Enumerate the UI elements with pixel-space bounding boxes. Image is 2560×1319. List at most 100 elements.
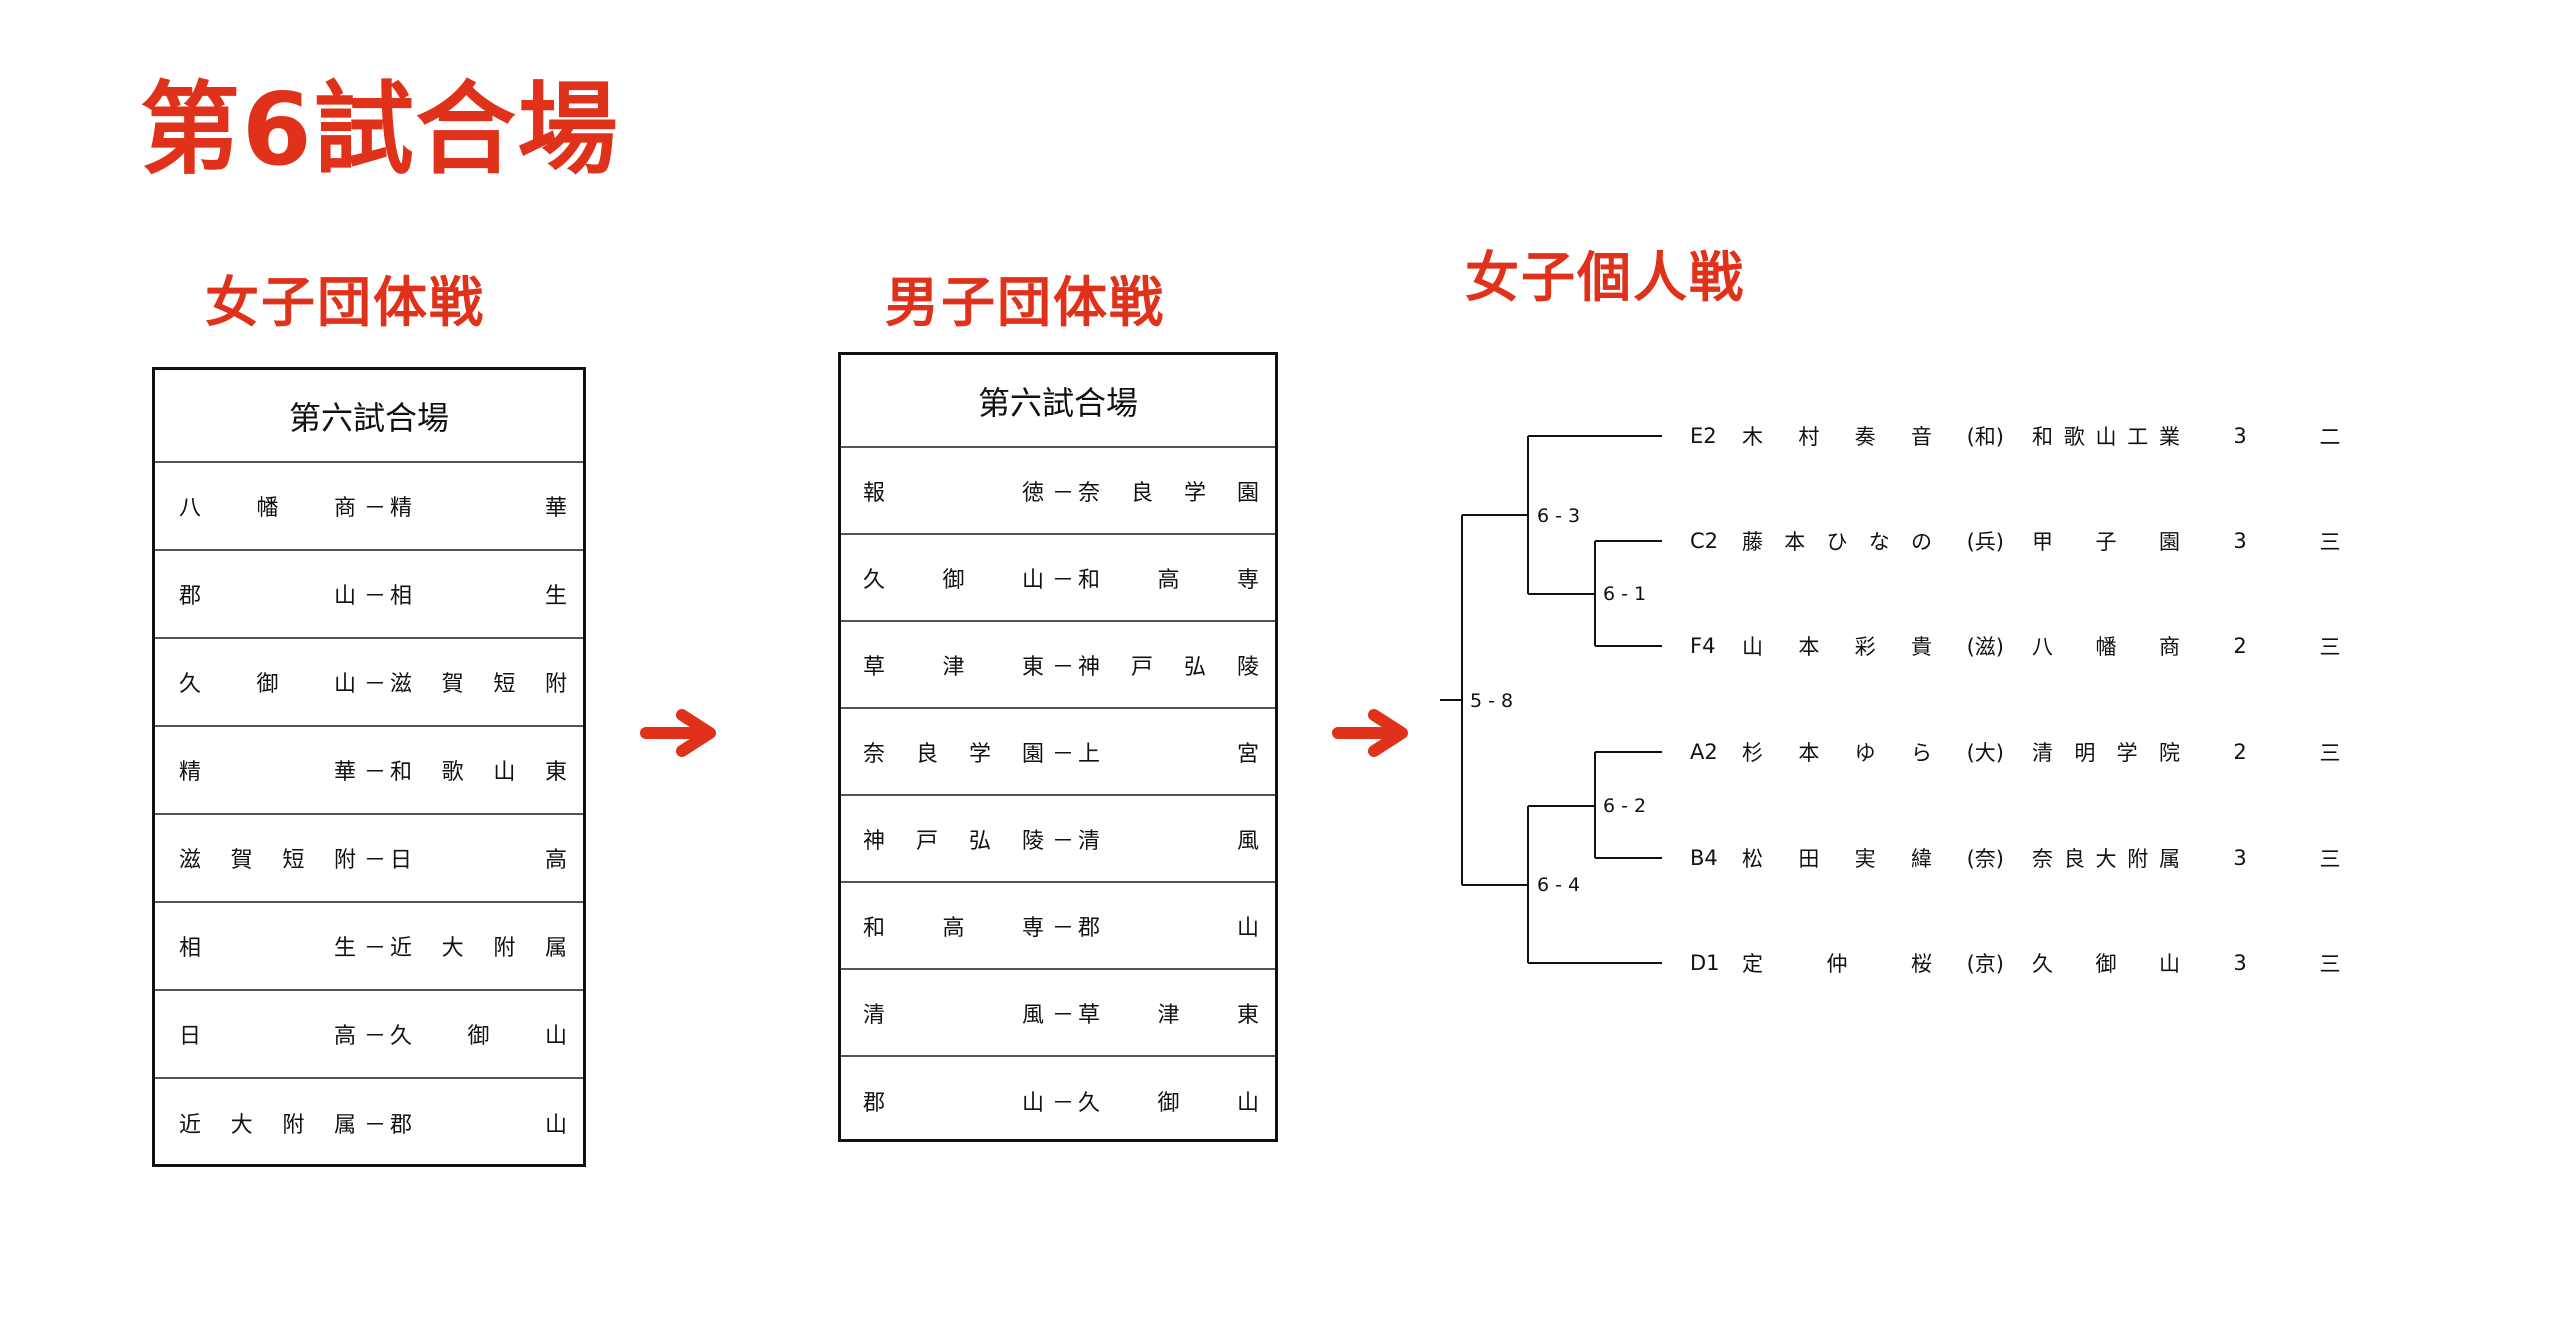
match-row: 報徳 － 奈良学園 (841, 448, 1275, 535)
women-team-heading: 女子団体戦 (205, 271, 485, 334)
match-row: 久御山 － 和高専 (841, 535, 1275, 622)
team-left: 清風 (863, 1002, 1048, 1028)
player-rank: 三 (2319, 635, 2341, 659)
player-grade: 3 (2233, 846, 2247, 870)
player-seed: F4 (1690, 634, 1716, 658)
match-row: 精華 － 和歌山東 (155, 727, 583, 815)
team-right: 郡山 (390, 1113, 571, 1138)
team-left: 久御山 (863, 567, 1048, 593)
table-header: 第六試合場 (841, 355, 1275, 448)
player-row: E2 木村奏音 (和) 和歌山工業 3 二 (1690, 421, 2350, 451)
player-grade: 3 (2233, 529, 2247, 553)
team-right: 神戸弘陵 (1078, 654, 1263, 680)
match-row: 和高専 － 郡山 (841, 883, 1275, 970)
team-left: 草津東 (863, 654, 1048, 680)
match-label-lower-quarter: 6 - 2 (1603, 795, 1646, 817)
team-right: 滋賀短附 (390, 672, 571, 697)
player-prefecture: (和) (1966, 425, 2004, 449)
match-row: 奈良学園 － 上宮 (841, 709, 1275, 796)
team-right: 奈良学園 (1078, 480, 1263, 506)
versus-dash: － (1051, 1090, 1074, 1116)
versus-dash: － (363, 584, 386, 609)
versus-dash: － (1051, 828, 1074, 854)
player-grade: 3 (2233, 424, 2247, 448)
match-row: 近大附属 － 郡山 (155, 1079, 583, 1167)
versus-dash: － (1051, 915, 1074, 941)
versus-dash: － (1051, 567, 1074, 593)
player-prefecture: (兵) (1966, 530, 2004, 554)
arrow-right-icon (1332, 709, 1408, 757)
player-prefecture: (京) (1966, 952, 2004, 976)
player-prefecture: (滋) (1966, 635, 2004, 659)
match-row: 清風 － 草津東 (841, 970, 1275, 1057)
versus-dash: － (363, 848, 386, 873)
player-name: 木村奏音 (1742, 425, 1934, 449)
player-seed: D1 (1690, 951, 1720, 975)
player-rank: 三 (2319, 530, 2341, 554)
team-left: 相生 (179, 936, 360, 961)
player-row: F4 山本彩貴 (滋) 八幡商 2 三 (1690, 631, 2350, 661)
team-left: 精華 (179, 760, 360, 785)
team-right: 日高 (390, 848, 571, 873)
team-right: 和高専 (1078, 567, 1263, 593)
team-left: 近大附属 (179, 1113, 360, 1138)
match-row: 久御山 － 滋賀短附 (155, 639, 583, 727)
player-seed: B4 (1690, 846, 1718, 870)
player-row: D1 定仲桜 (京) 久御山 3 三 (1690, 948, 2350, 978)
match-row: 郡山 － 相生 (155, 551, 583, 639)
match-label-upper-semi: 6 - 3 (1537, 505, 1580, 527)
versus-dash: － (1051, 480, 1074, 506)
versus-dash: － (363, 936, 386, 961)
match-row: 八幡商 － 精華 (155, 463, 583, 551)
match-row: 神戸弘陵 － 清風 (841, 796, 1275, 883)
player-rank: 三 (2319, 741, 2341, 765)
player-prefecture: (大) (1966, 741, 2004, 765)
player-name: 藤本ひなの (1742, 530, 1934, 554)
team-right: 和歌山東 (390, 760, 571, 785)
team-right: 久御山 (390, 1024, 571, 1049)
team-right: 精華 (390, 496, 571, 521)
table-header: 第六試合場 (155, 370, 583, 463)
men-team-table: 第六試合場 報徳 － 奈良学園 久御山 － 和高専 草津東 － 神戸弘陵 奈良学… (838, 352, 1278, 1142)
team-right: 近大附属 (390, 936, 571, 961)
individual-bracket: 5 - 8 6 - 3 6 - 1 6 - 4 6 - 2 (1440, 435, 1662, 964)
player-grade: 3 (2233, 951, 2247, 975)
match-row: 草津東 － 神戸弘陵 (841, 622, 1275, 709)
player-name: 定仲桜 (1742, 952, 1934, 976)
player-seed: C2 (1690, 529, 1719, 553)
versus-dash: － (363, 496, 386, 521)
match-label-lower-semi: 6 - 4 (1537, 874, 1580, 896)
team-right: 相生 (390, 584, 571, 609)
team-left: 神戸弘陵 (863, 828, 1048, 854)
match-row: 滋賀短附 － 日高 (155, 815, 583, 903)
men-team-heading: 男子団体戦 (885, 271, 1165, 334)
team-left: 郡山 (179, 584, 360, 609)
player-seed: A2 (1690, 740, 1718, 764)
player-school: 奈良大附属 (2032, 847, 2182, 871)
team-right: 郡山 (1078, 915, 1263, 941)
player-grade: 2 (2233, 634, 2247, 658)
match-label-final: 5 - 8 (1470, 690, 1513, 712)
team-left: 八幡商 (179, 496, 360, 521)
versus-dash: － (363, 760, 386, 785)
team-left: 和高専 (863, 915, 1048, 941)
team-left: 報徳 (863, 480, 1048, 506)
team-right: 上宮 (1078, 741, 1263, 767)
versus-dash: － (1051, 1002, 1074, 1028)
player-school: 和歌山工業 (2032, 425, 2182, 449)
player-grade: 2 (2233, 740, 2247, 764)
player-row: A2 杉本ゆら (大) 清明学院 2 三 (1690, 737, 2350, 767)
women-team-table: 第六試合場 八幡商 － 精華 郡山 － 相生 久御山 － 滋賀短附 精華 － 和… (152, 367, 586, 1167)
team-right: 清風 (1078, 828, 1263, 854)
player-name: 杉本ゆら (1742, 741, 1934, 765)
match-row: 相生 － 近大附属 (155, 903, 583, 991)
player-name: 山本彩貴 (1742, 635, 1934, 659)
team-left: 日高 (179, 1024, 360, 1049)
versus-dash: － (363, 672, 386, 697)
team-right: 草津東 (1078, 1002, 1263, 1028)
team-left: 奈良学園 (863, 741, 1048, 767)
match-label-upper-quarter: 6 - 1 (1603, 583, 1646, 605)
player-school: 清明学院 (2032, 741, 2182, 765)
versus-dash: － (363, 1113, 386, 1138)
player-school: 久御山 (2032, 952, 2182, 976)
